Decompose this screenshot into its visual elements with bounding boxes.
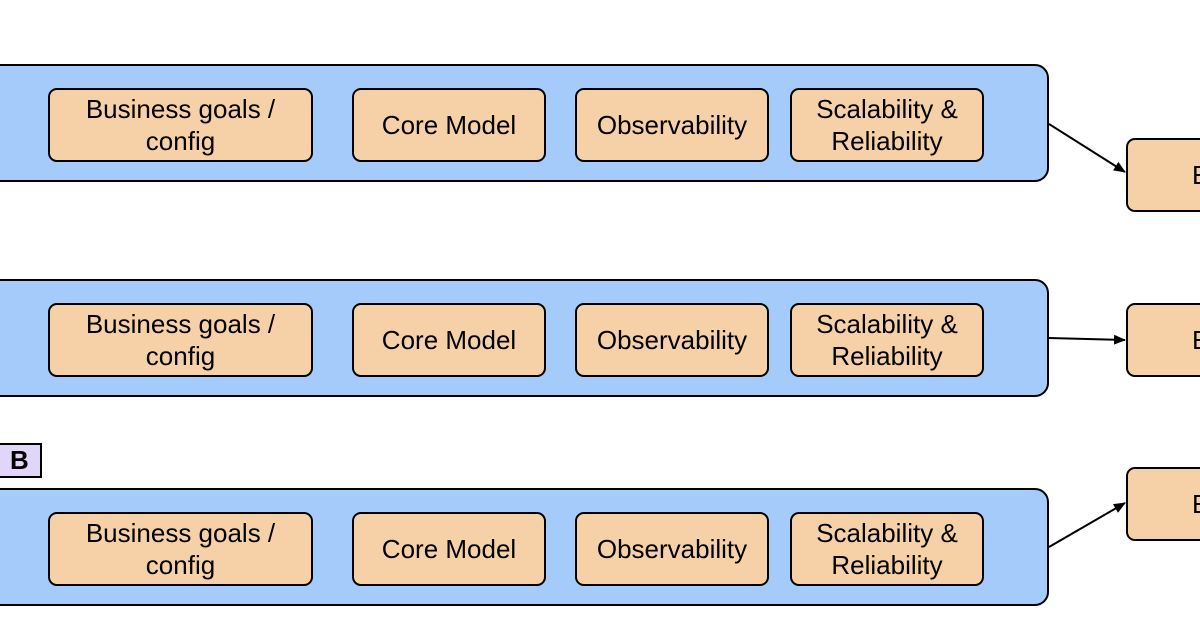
lane-3-output-box: E [1126, 467, 1200, 541]
lane-2-scalability-label: Scalability & Reliability [816, 309, 958, 371]
lane-3-observability-box: Observability [575, 512, 769, 586]
lane-2-core-model-box: Core Model [352, 303, 546, 377]
lane-2-business-goals-box: Business goals / config [48, 303, 313, 377]
lane-1-output-box: E [1126, 138, 1200, 212]
lane-1: Business goals / config Core Model Obser… [0, 64, 1049, 182]
lane-2-output-arrow [1048, 334, 1126, 345]
lane-1-business-goals-box: Business goals / config [48, 88, 313, 162]
lane-2-output-box: E [1126, 303, 1200, 377]
lane-1-output-arrow [1048, 123, 1126, 173]
lane-3-business-goals-box: Business goals / config [48, 512, 313, 586]
lane-2-core-model-label: Core Model [381, 325, 517, 355]
lane-3-tag: B [0, 443, 42, 478]
lane-1-observability-label: Observability [596, 110, 748, 140]
lane-3-tag-label: B [10, 445, 29, 475]
lane-3: Business goals / config Core Model Obser… [0, 488, 1049, 606]
lane-2-scalability-box: Scalability & Reliability [790, 303, 984, 377]
lane-1-observability-box: Observability [575, 88, 769, 162]
lane-2-observability-label: Observability [596, 325, 748, 355]
lane-3-scalability-label: Scalability & Reliability [816, 518, 958, 580]
lane-1-output-label: E [1192, 160, 1200, 190]
lane-1-business-goals-label: Business goals / config [85, 94, 276, 156]
lane-3-business-goals-label: Business goals / config [85, 518, 276, 580]
lane-2-observability-box: Observability [575, 303, 769, 377]
lane-2: Business goals / config Core Model Obser… [0, 279, 1049, 397]
lane-1-core-model-box: Core Model [352, 88, 546, 162]
lane-1-core-model-label: Core Model [381, 110, 517, 140]
lane-1-scalability-box: Scalability & Reliability [790, 88, 984, 162]
lane-3-core-model-box: Core Model [352, 512, 546, 586]
lane-3-observability-label: Observability [596, 534, 748, 564]
lane-2-business-goals-label: Business goals / config [85, 309, 276, 371]
lane-3-core-model-label: Core Model [381, 534, 517, 564]
lane-3-scalability-box: Scalability & Reliability [790, 512, 984, 586]
lane-2-output-label: E [1192, 325, 1200, 355]
lane-3-output-arrow [1048, 502, 1126, 548]
lane-1-scalability-label: Scalability & Reliability [816, 94, 958, 156]
lane-3-output-label: E [1192, 489, 1200, 519]
